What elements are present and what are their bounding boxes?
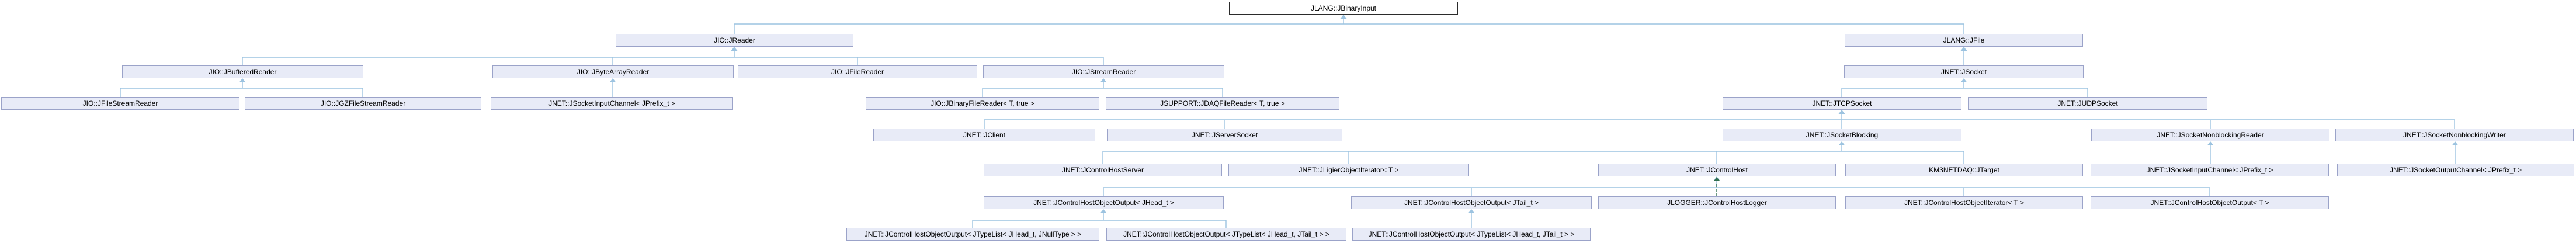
class-node-jclient[interactable]: JNET::JClient [873,129,1095,141]
class-node-jfilestreamreader[interactable]: JIO::JFileStreamReader [1,97,239,110]
class-node-jcontrolhostserver[interactable]: JNET::JControlHostServer [984,164,1222,176]
class-node-jsocket[interactable]: JNET::JSocket [1844,65,2084,78]
class-node-jreader[interactable]: JIO::JReader [616,34,853,47]
class-node-judpsocket[interactable]: JNET::JUDPSocket [1968,97,2207,110]
class-node-jsocketinputchannel-1[interactable]: JNET::JSocketInputChannel< JPrefix_t > [491,97,733,110]
edge-lines [120,19,2456,228]
edge-arrowheads [239,15,2459,213]
class-node-jserversocket[interactable]: JNET::JServerSocket [1107,129,1342,141]
class-node-jcontrolhostobjectoutput-jtail[interactable]: JNET::JControlHostObjectOutput< JTail_t … [1351,196,1592,209]
class-node-jcontrolhostobjectoutput-jhead[interactable]: JNET::JControlHostObjectOutput< JHead_t … [984,196,1224,209]
class-node-jtarget[interactable]: KM3NETDAQ::JTarget [1845,164,2083,176]
class-node-jdaqfilereader[interactable]: JSUPPORT::JDAQFileReader< T, true > [1106,97,1339,110]
class-node-jbinaryinput: JLANG::JBinaryInput [1229,2,1458,15]
class-node-jcontrolhostobjectoutput-typelist-jtail-2[interactable]: JNET::JControlHostObjectOutput< JTypeLis… [1352,228,1591,241]
class-node-jcontrolhostobjectoutput-t[interactable]: JNET::JControlHostObjectOutput< T > [2091,196,2329,209]
private-inheritance-edge [1714,177,1720,196]
class-node-jfilereader[interactable]: JIO::JFileReader [738,65,977,78]
class-node-jbytearrayreader[interactable]: JIO::JByteArrayReader [492,65,734,78]
class-node-jsocketblocking[interactable]: JNET::JSocketBlocking [1723,129,1961,141]
class-node-jgzfilestreamreader[interactable]: JIO::JGZFileStreamReader [245,97,481,110]
class-node-jsocketinputchannel-2[interactable]: JNET::JSocketInputChannel< JPrefix_t > [2091,164,2329,176]
class-node-jsocketnonblockingwriter[interactable]: JNET::JSocketNonblockingWriter [2335,129,2574,141]
class-node-jsocketoutputchannel[interactable]: JNET::JSocketOutputChannel< JPrefix_t > [2337,164,2574,176]
class-node-jcontrolhostobjectoutput-typelist-nulltype[interactable]: JNET::JControlHostObjectOutput< JTypeLis… [846,228,1099,241]
class-node-jbufferedreader[interactable]: JIO::JBufferedReader [122,65,363,78]
class-node-jbinaryfilereader[interactable]: JIO::JBinaryFileReader< T, true > [866,97,1099,110]
class-node-jtcpsocket[interactable]: JNET::JTCPSocket [1723,97,1961,110]
class-node-jcontrolhost[interactable]: JNET::JControlHost [1598,164,1836,176]
class-node-jsocketnonblockingreader[interactable]: JNET::JSocketNonblockingReader [2091,129,2329,141]
class-node-jligierobjectiterator[interactable]: JNET::JLigierObjectIterator< T > [1228,164,1469,176]
class-node-jcontrolhostobjectiterator[interactable]: JNET::JControlHostObjectIterator< T > [1845,196,2083,209]
class-node-jcontrolhostlogger[interactable]: JLOGGER::JControlHostLogger [1598,196,1836,209]
class-node-jfile[interactable]: JLANG::JFile [1845,34,2083,47]
class-node-jstreamreader[interactable]: JIO::JStreamReader [983,65,1224,78]
class-node-jcontrolhostobjectoutput-typelist-jtail-1[interactable]: JNET::JControlHostObjectOutput< JTypeLis… [1106,228,1346,241]
